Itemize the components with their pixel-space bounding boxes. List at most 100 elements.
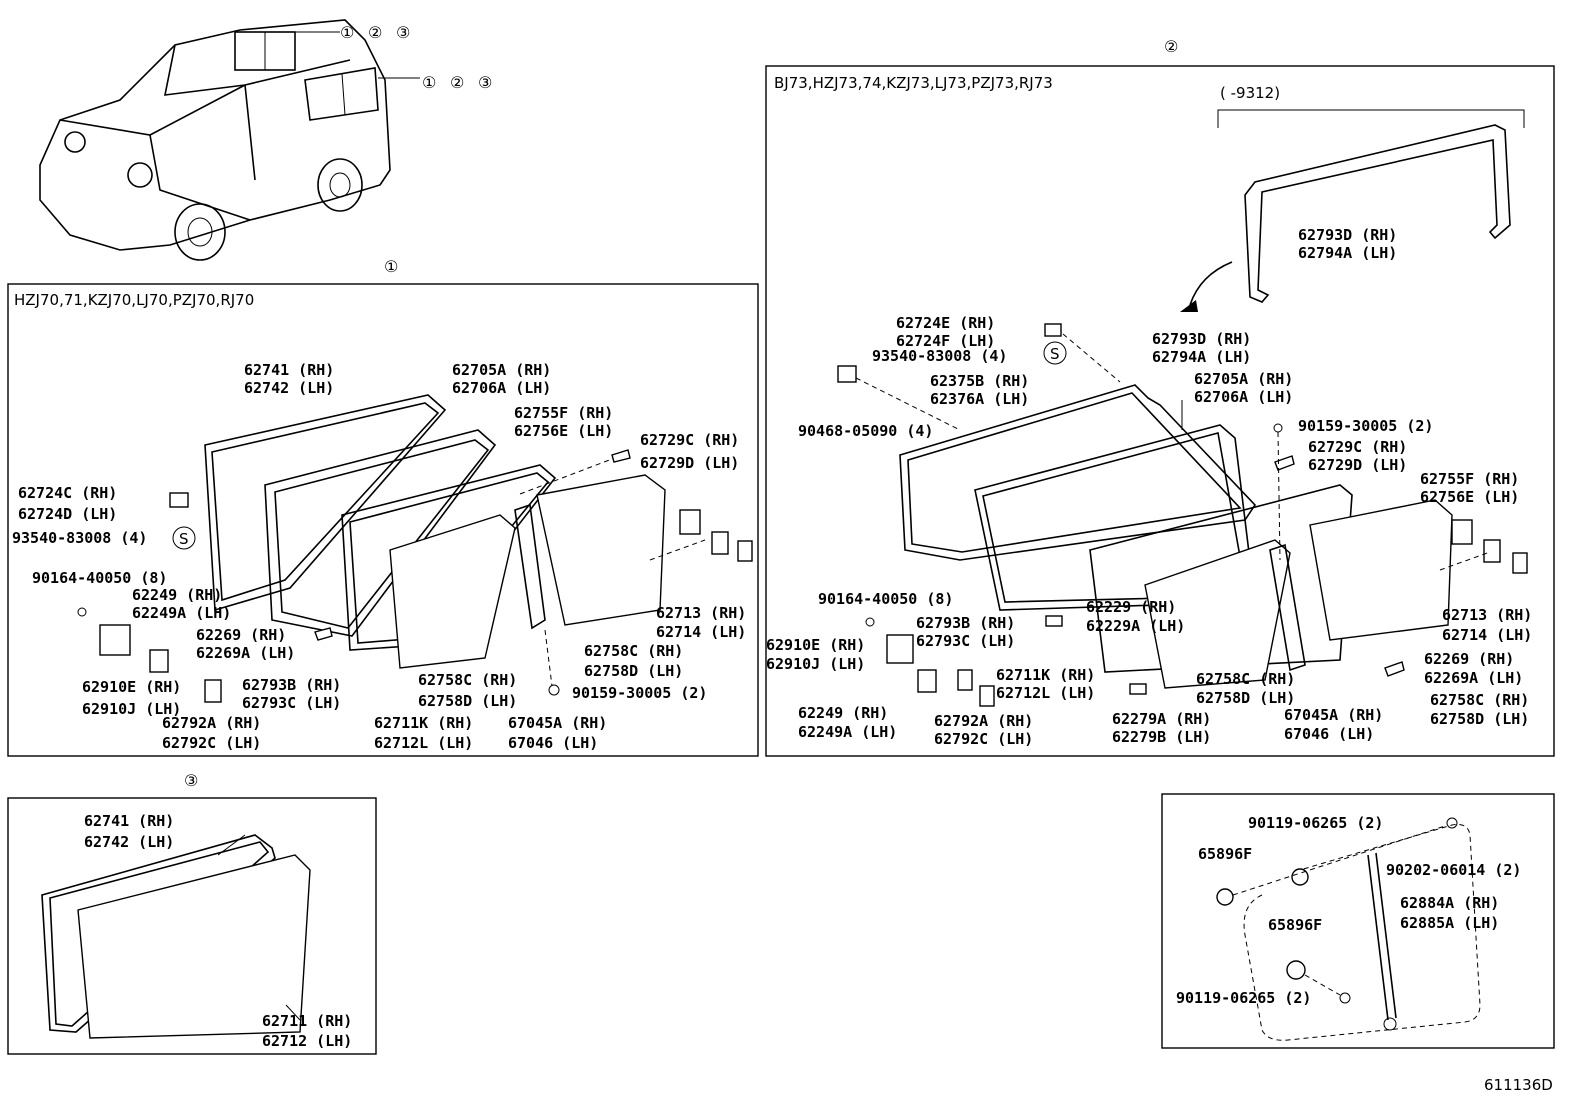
label-62758d-lh-b: 62758D (LH) <box>418 692 517 710</box>
label-62713-rh: 62713 (RH) <box>656 604 746 622</box>
label-90159-30005: 90159-30005 (2) <box>572 684 707 702</box>
label-62756e-lh-b: 62756E (LH) <box>1420 488 1519 506</box>
label-90202-06014: 90202-06014 (2) <box>1386 861 1521 879</box>
label-62794a-lh-top: 62794A (LH) <box>1298 244 1397 262</box>
label-62729d-lh-b: 62729D (LH) <box>1308 456 1407 474</box>
label-62755f-rh: 62755F (RH) <box>514 404 613 422</box>
callout-2: ② <box>368 23 382 42</box>
label-62741-rh-c: 62741 (RH) <box>84 812 174 830</box>
label-62711k-rh-b: 62711K (RH) <box>996 666 1095 684</box>
label-90164-40050-b: 90164-40050 (8) <box>818 590 953 608</box>
label-62706a-lh-b: 62706A (LH) <box>1194 388 1293 406</box>
label-62792a-rh-b: 62792A (RH) <box>934 712 1033 730</box>
label-62792c-lh-b: 62792C (LH) <box>934 730 1033 748</box>
label-62793b-rh: 62793B (RH) <box>242 676 341 694</box>
callout-2: ② <box>450 73 464 92</box>
label-62714-lh: 62714 (LH) <box>656 623 746 641</box>
label-93540-83008-b: 93540-83008 (4) <box>872 347 1007 365</box>
label-62758d-lh-c: 62758D (LH) <box>1196 689 1295 707</box>
label-62741-rh: 62741 (RH) <box>244 361 334 379</box>
callout-3: ③ <box>478 73 492 92</box>
label-62758c-rh-a: 62758C (RH) <box>584 642 683 660</box>
label-62792c-lh: 62792C (LH) <box>162 734 261 752</box>
label-90159-30005-b: 90159-30005 (2) <box>1298 417 1433 435</box>
label-62910e-rh: 62910E (RH) <box>82 678 181 696</box>
label-62279a-rh: 62279A (RH) <box>1112 710 1211 728</box>
label-62792a-rh: 62792A (RH) <box>162 714 261 732</box>
diagram-id: 611136D <box>1484 1076 1553 1094</box>
label-62712l-lh: 62712L (LH) <box>374 734 473 752</box>
label-93540-83008: 93540-83008 (4) <box>12 529 147 547</box>
label-62794a-lh: 62794A (LH) <box>1152 348 1251 366</box>
vehicle-illustration <box>39 19 420 261</box>
detail-drawing <box>1216 817 1481 1041</box>
label-62885a-lh: 62885A (LH) <box>1400 914 1499 932</box>
section-1-models: HZJ70,71,KZJ70,LJ70,PZJ70,RJ70 <box>14 291 254 309</box>
label-62249a-lh-b: 62249A (LH) <box>798 723 897 741</box>
section-1-frame <box>7 283 759 757</box>
label-62756e-lh: 62756E (LH) <box>514 422 613 440</box>
section-2-frame <box>765 65 1555 757</box>
label-67046-lh-b: 67046 (LH) <box>1284 725 1374 743</box>
label-62793d-rh: 62793D (RH) <box>1152 330 1251 348</box>
range-bracket <box>1217 109 1525 128</box>
label-62714-lh-b: 62714 (LH) <box>1442 626 1532 644</box>
label-90164-40050: 90164-40050 (8) <box>32 569 167 587</box>
label-62249a-lh: 62249A (LH) <box>132 604 231 622</box>
label-62793c-lh: 62793C (LH) <box>242 694 341 712</box>
top-callout-1: ① ② ③ <box>340 23 410 42</box>
label-62724e-rh: 62724E (RH) <box>896 314 995 332</box>
label-62712-lh: 62712 (LH) <box>262 1032 352 1050</box>
label-62705a-rh: 62705A (RH) <box>452 361 551 379</box>
label-62724c-rh: 62724C (RH) <box>18 484 117 502</box>
label-62742-lh: 62742 (LH) <box>244 379 334 397</box>
label-62713-rh-b: 62713 (RH) <box>1442 606 1532 624</box>
label-62793d-rh-top: 62793D (RH) <box>1298 226 1397 244</box>
callout-3: ③ <box>396 23 410 42</box>
section-2-callout: ② <box>1164 37 1178 56</box>
label-65896f-b: 65896F <box>1268 916 1322 934</box>
label-62910j-lh: 62910J (LH) <box>82 700 181 718</box>
label-62758c-rh-c: 62758C (RH) <box>1196 670 1295 688</box>
s-letter: S <box>179 530 189 548</box>
section-1-callout: ① <box>384 257 398 276</box>
label-62729d-lh: 62729D (LH) <box>640 454 739 472</box>
label-62711-rh: 62711 (RH) <box>262 1012 352 1030</box>
label-62729c-rh-b: 62729C (RH) <box>1308 438 1407 456</box>
label-62793b-rh-b: 62793B (RH) <box>916 614 1015 632</box>
label-90468-05090: 90468-05090 (4) <box>798 422 933 440</box>
section-3-frame <box>7 797 377 1055</box>
label-67045a-rh: 67045A (RH) <box>508 714 607 732</box>
label-62269a-lh-b: 62269A (LH) <box>1424 669 1523 687</box>
label-62705a-rh-b: 62705A (RH) <box>1194 370 1293 388</box>
label-62269-rh-b: 62269 (RH) <box>1424 650 1514 668</box>
label-62376a-lh: 62376A (LH) <box>930 390 1029 408</box>
label-67046-lh: 67046 (LH) <box>508 734 598 752</box>
section-2-range: ( -9312) <box>1220 84 1280 102</box>
label-62375b-rh: 62375B (RH) <box>930 372 1029 390</box>
label-62712l-lh-b: 62712L (LH) <box>996 684 1095 702</box>
label-67045a-rh-b: 67045A (RH) <box>1284 706 1383 724</box>
label-62279b-lh: 62279B (LH) <box>1112 728 1211 746</box>
label-62758c-rh-d: 62758C (RH) <box>1430 691 1529 709</box>
label-62711k-rh: 62711K (RH) <box>374 714 473 732</box>
section-3-callout: ③ <box>184 771 198 790</box>
section-2-drawing: S <box>837 124 1528 707</box>
label-62910e-rh-b: 62910E (RH) <box>766 636 865 654</box>
label-62758d-lh-d: 62758D (LH) <box>1430 710 1529 728</box>
top-callout-2: ① ② ③ <box>422 73 492 92</box>
callout-1: ① <box>422 73 436 92</box>
label-62269a-lh: 62269A (LH) <box>196 644 295 662</box>
label-62706a-lh: 62706A (LH) <box>452 379 551 397</box>
label-62758d-lh-a: 62758D (LH) <box>584 662 683 680</box>
detail-frame <box>1161 793 1555 1049</box>
label-62758c-rh-b: 62758C (RH) <box>418 671 517 689</box>
label-62229a-lh: 62229A (LH) <box>1086 617 1185 635</box>
label-62793c-lh-b: 62793C (LH) <box>916 632 1015 650</box>
label-62910j-lh-b: 62910J (LH) <box>766 655 865 673</box>
label-62249-rh: 62249 (RH) <box>132 586 222 604</box>
label-62249-rh-b: 62249 (RH) <box>798 704 888 722</box>
label-62724f-lh: 62724F (LH) <box>896 332 995 350</box>
label-62729c-rh: 62729C (RH) <box>640 431 739 449</box>
